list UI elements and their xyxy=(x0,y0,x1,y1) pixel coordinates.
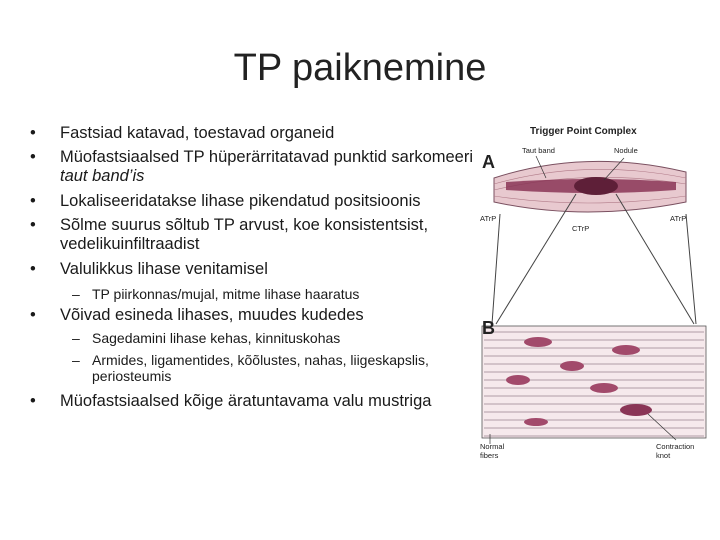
label-atrp-left: ATrP xyxy=(480,214,497,223)
sub-bullet-item: – Armides, ligamentides, kõõlustes, naha… xyxy=(72,352,502,384)
panel-b-fibers xyxy=(481,325,707,439)
bullet-marker: • xyxy=(30,124,36,142)
contraction-knot-shape xyxy=(612,345,640,355)
panel-a-muscle xyxy=(493,160,687,213)
sub-bullet-item: – Sagedamini lihase kehas, kinnituskohas xyxy=(72,330,502,346)
bullet-marker: • xyxy=(30,392,36,410)
bullet-text: Võivad esineda lihases, muudes kudedes xyxy=(60,306,364,324)
contraction-knot-shape xyxy=(506,375,530,385)
bullet-text: Valulikkus lihase venitamisel xyxy=(60,260,268,278)
figure-heading: Trigger Point Complex xyxy=(530,126,637,137)
label-panel-a: A xyxy=(482,152,495,172)
nodule-shape xyxy=(574,177,618,195)
contraction-knot-shape xyxy=(524,337,552,347)
label-nodule: Nodule xyxy=(614,146,638,155)
bullet-marker: • xyxy=(30,306,36,324)
bullet-marker: • xyxy=(30,192,36,210)
label-panel-b: B xyxy=(482,318,495,338)
label-contraction-knot: Contraction knot xyxy=(656,442,695,460)
label-normal-fibers: Normal fibers xyxy=(480,442,505,460)
bullet-item: • Müofastsiaalsed TP hüperärritatavad pu… xyxy=(30,148,490,186)
bullet-marker: • xyxy=(30,148,36,166)
contraction-knot-shape xyxy=(620,404,652,416)
bullet-item: • Sõlme suurus sõltub TP arvust, koe kon… xyxy=(30,216,490,254)
bullet-text: Müofastsiaalsed kõige äratuntavama valu … xyxy=(60,392,432,410)
label-taut-band: Taut band xyxy=(522,146,555,155)
bullet-item: • Võivad esineda lihases, muudes kudedes xyxy=(30,306,490,325)
bullet-text: Sagedamini lihase kehas, kinnituskohas xyxy=(92,330,341,346)
bullet-text: Sõlme suurus sõltub TP arvust, koe konsi… xyxy=(60,216,429,253)
bullet-marker: • xyxy=(30,216,36,234)
contraction-knot-shape xyxy=(560,361,584,371)
bullet-marker: – xyxy=(72,286,80,302)
trigger-point-illustration xyxy=(481,155,707,444)
bullet-text: Fastsiad katavad, toestavad organeid xyxy=(60,124,335,142)
contraction-knot-shape xyxy=(590,383,618,393)
bullet-text: TP piirkonnas/mujal, mitme lihase haarat… xyxy=(92,286,360,302)
bullet-item: • Valulikkus lihase venitamisel xyxy=(30,260,490,279)
bullet-marker: • xyxy=(30,260,36,278)
trigger-point-figure: Trigger Point Complex Taut band Nodule A… xyxy=(476,118,712,478)
zoom-line-left xyxy=(491,213,501,325)
zoom-line-right xyxy=(615,193,695,325)
bullet-text: Lokaliseeridatakse lihase pikendatud pos… xyxy=(60,192,421,210)
bullet-text: Müofastsiaalsed TP hüperärritatavad punk… xyxy=(60,148,474,185)
bullet-marker: – xyxy=(72,352,80,368)
bullet-marker: – xyxy=(72,330,80,346)
bullet-item: • Müofastsiaalsed kõige äratuntavama val… xyxy=(30,392,490,411)
contraction-knot-shape xyxy=(524,418,548,426)
bullet-text: Armides, ligamentides, kõõlustes, nahas,… xyxy=(92,352,429,384)
label-ctrp: CTrP xyxy=(572,224,590,233)
sub-bullet-item: – TP piirkonnas/mujal, mitme lihase haar… xyxy=(72,286,502,302)
bullet-item: • Fastsiad katavad, toestavad organeid xyxy=(30,124,490,143)
bullet-item: • Lokaliseeridatakse lihase pikendatud p… xyxy=(30,192,490,211)
slide-title: TP paiknemine xyxy=(233,47,487,89)
label-atrp-right: ATrP xyxy=(670,214,687,223)
